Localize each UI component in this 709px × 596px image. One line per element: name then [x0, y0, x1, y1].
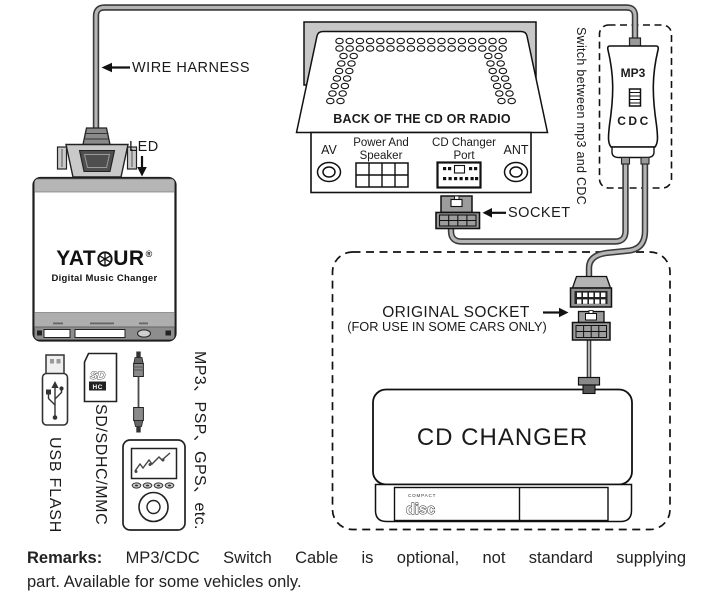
yatour-brand-left: YAT: [56, 247, 97, 270]
led-arrow: [137, 156, 147, 177]
cd-changer-port: [436, 161, 482, 189]
mp3-cdc-switch: [606, 37, 660, 165]
cd-changer-unit: COMPACT disc: [372, 388, 633, 523]
aux-cable-icon: [133, 351, 144, 433]
yatour-sd-slot: [74, 329, 126, 338]
radio-title: BACK OF THE CD OR RADIO: [333, 112, 511, 126]
wire-harness-cable: [92, 4, 639, 133]
radio-connector-panel: [310, 131, 532, 194]
remarks-line1: Remarks: MP3/CDC Switch Cable is optiona…: [27, 546, 686, 570]
yatour-logo: YAT UR ® Digital Music Changer: [36, 247, 173, 284]
sd-card-text-bottom: HC: [93, 384, 103, 391]
switch-slider: [628, 88, 642, 107]
yatour-brand-right: UR: [113, 247, 145, 270]
original-socket-arrow: [543, 307, 569, 318]
yatour-logo-star-icon: [97, 251, 113, 267]
mp3-player-icon: [122, 439, 186, 531]
harness-connector: [569, 275, 613, 308]
yatour-unit: [32, 127, 177, 342]
original-socket-note: (FOR USE IN SOME CARS ONLY): [347, 319, 547, 334]
socket-label: SOCKET: [508, 205, 571, 221]
yatour-aux-jack: [137, 329, 151, 338]
remarks-line2: part. Available for some vehicles only.: [27, 573, 302, 591]
av-port: [316, 161, 342, 183]
cd-changer-label: CD CHANGER: [416, 424, 589, 451]
usb-flash-icon: [41, 354, 69, 426]
sd-card-text-top: SD: [90, 370, 105, 382]
socket-connector: [435, 195, 481, 230]
ant-port-label: ANT: [503, 143, 529, 157]
switch-cable-vertical-label: Switch between mp3 and CDC: [574, 27, 588, 206]
harness-cable-boot: [82, 127, 111, 146]
mp3-player-screen: [130, 447, 178, 480]
switch-to-socket-cable: [447, 159, 629, 245]
yatour-bottom-band: [34, 312, 175, 328]
power-speaker-port-label: Power And Speaker: [353, 137, 409, 163]
remarks-heading: Remarks:: [27, 549, 103, 567]
cd-changer-plug: [577, 376, 601, 395]
yatour-brand: YAT UR ®: [36, 247, 173, 271]
ant-port: [503, 161, 529, 183]
usb-flash-label: USB FLASH: [46, 437, 63, 534]
remarks-text: MP3/CDC Switch Cable is optional, not st…: [125, 549, 687, 567]
yatour-subtitle: Digital Music Changer: [51, 273, 158, 284]
wire-harness-label: WIRE HARNESS: [132, 60, 250, 76]
compact-disc-logo-small: COMPACT: [408, 493, 436, 498]
compact-disc-logo: disc: [406, 502, 435, 518]
power-speaker-port: [355, 162, 409, 188]
sd-card-icon: SD HC: [83, 352, 118, 403]
remarks: Remarks: MP3/CDC Switch Cable is optiona…: [27, 546, 686, 594]
yatour-trademark: ®: [145, 249, 153, 259]
switch-mp3-label: MP3: [620, 66, 646, 80]
original-socket-label: ORIGINAL SOCKET: [382, 304, 530, 321]
aux-sources-label: MP3、PSP、GPS、etc.: [191, 351, 208, 530]
radio-vent-holes: [326, 37, 516, 105]
socket-arrow: [482, 208, 506, 218]
yatour-top-bar: [34, 178, 175, 193]
led-label: LED: [129, 139, 159, 155]
cd-changer-dashed-box: [331, 251, 671, 531]
av-port-label: AV: [321, 143, 337, 157]
original-socket-connector: [571, 310, 611, 341]
switch-to-original-socket-cable: [585, 159, 649, 280]
cd-changer-port-label: CD Changer Port: [432, 137, 496, 163]
yatour-usb-slot: [43, 329, 71, 338]
wire-harness-arrow: [101, 62, 130, 73]
switch-cdc-label: CDC: [617, 114, 651, 128]
sd-card-label: SD/SDHC/MMC: [92, 404, 109, 526]
